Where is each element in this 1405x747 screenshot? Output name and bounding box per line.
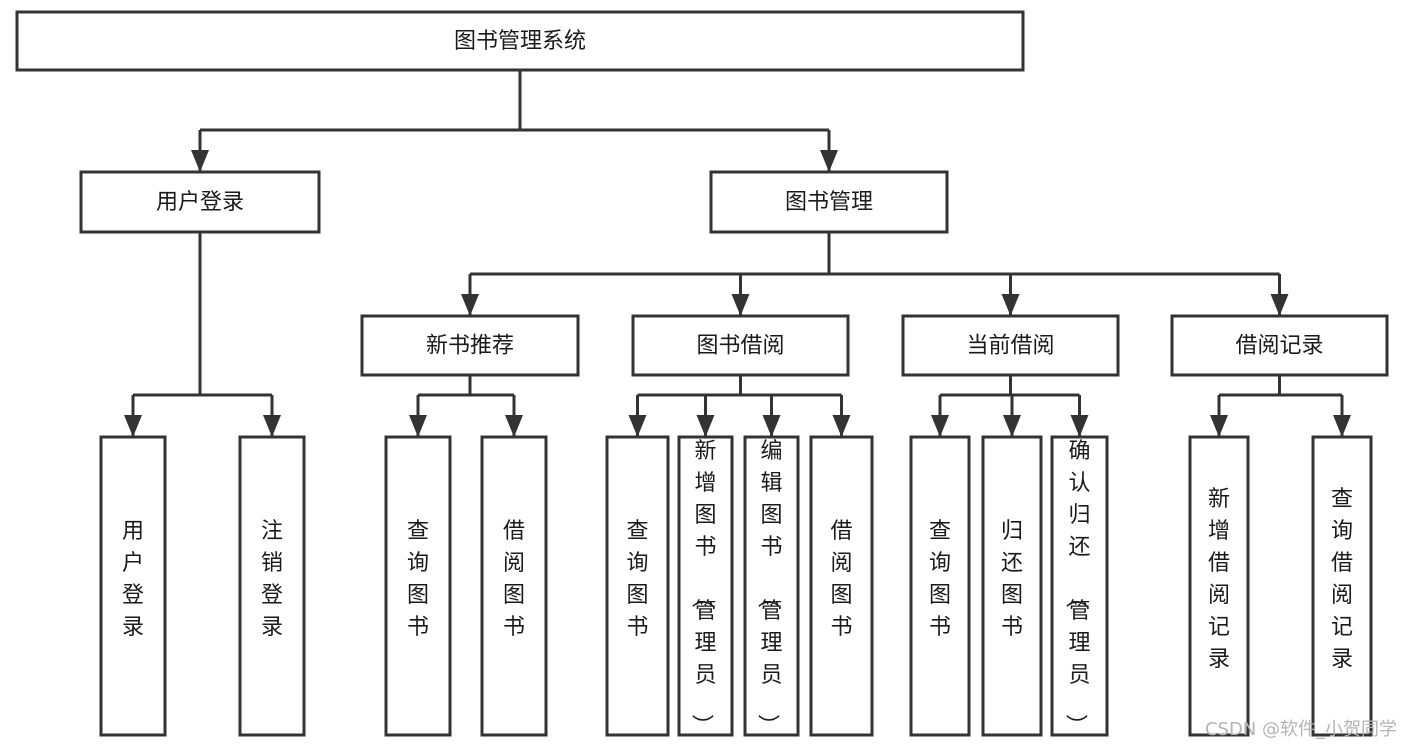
arrow-head-icon — [931, 415, 949, 437]
node-leaf-borrow-book-1[interactable]: 借阅图书 — [480, 435, 548, 737]
node-label: 查询图书 — [407, 519, 429, 640]
node-box — [360, 314, 580, 377]
node-box — [743, 435, 800, 737]
arrow-head-icon — [1333, 415, 1351, 437]
node-box — [1170, 314, 1389, 377]
arrow-head-icon — [731, 294, 750, 316]
arrow-head-icon — [762, 415, 781, 437]
node-leaf-return-book[interactable]: 归还图书 — [981, 435, 1043, 737]
connector-layer — [124, 70, 1351, 437]
arrow-head-icon — [1070, 415, 1089, 437]
node-box — [981, 435, 1043, 737]
arrow-head-icon — [263, 415, 281, 437]
node-leaf-query-borrow-record[interactable]: 查询借阅记录 — [1311, 435, 1373, 737]
arrow-head-icon — [1210, 415, 1228, 437]
arrow-head-icon — [1270, 294, 1289, 316]
node-layer: 图书管理系统用户登录图书管理新书推荐图书借阅当前借阅借阅记录用户登录注销登录查询… — [15, 10, 1389, 737]
node-box — [238, 435, 306, 737]
arrow-head-icon — [1003, 415, 1021, 437]
node-leaf-query-book-1[interactable]: 查询图书 — [384, 435, 452, 737]
node-box — [677, 435, 734, 737]
node-leaf-query-book-3[interactable]: 查询图书 — [909, 435, 971, 737]
node-label: 新书推荐 — [426, 334, 514, 359]
node-leaf-user-login[interactable]: 用户登录 — [99, 435, 167, 737]
node-box — [809, 435, 874, 737]
arrow-head-icon — [820, 150, 838, 172]
node-box — [709, 170, 949, 234]
node-box — [384, 435, 452, 737]
node-box — [99, 435, 167, 737]
arrow-head-icon — [832, 415, 851, 437]
node-label: 归还图书 — [1001, 519, 1023, 640]
node-box — [1311, 435, 1373, 737]
arrow-head-icon — [124, 415, 142, 437]
node-root[interactable]: 图书管理系统 — [15, 10, 1025, 72]
node-label: 编辑图书（管理员） — [754, 439, 782, 736]
node-label: 当前借阅 — [966, 334, 1054, 359]
node-label: 图书借阅 — [696, 334, 784, 359]
node-current-borrow[interactable]: 当前借阅 — [901, 314, 1120, 377]
node-label: 用户登录 — [156, 190, 244, 215]
arrow-head-icon — [505, 415, 523, 437]
node-label: 借阅图书 — [830, 519, 852, 640]
node-box — [480, 435, 548, 737]
node-user-login[interactable]: 用户登录 — [79, 170, 321, 234]
node-leaf-logout-login[interactable]: 注销登录 — [238, 435, 306, 737]
csdn-watermark: CSDN @软件_小贺同学 — [1204, 719, 1397, 740]
node-label: 图书管理系统 — [454, 29, 586, 54]
node-leaf-query-book-2[interactable]: 查询图书 — [605, 435, 670, 737]
node-label: 查询图书 — [929, 519, 951, 640]
node-leaf-borrow-book-2[interactable]: 借阅图书 — [809, 435, 874, 737]
node-label: 查询图书 — [626, 519, 648, 640]
arrow-head-icon — [1001, 294, 1020, 316]
node-box — [1188, 435, 1250, 737]
node-new-book-recommend[interactable]: 新书推荐 — [360, 314, 580, 377]
node-book-borrow[interactable]: 图书借阅 — [631, 314, 850, 377]
node-leaf-confirm-return-admin[interactable]: 确认归还（管理员） — [1050, 435, 1109, 737]
arrow-head-icon — [191, 150, 209, 172]
node-label: 借阅图书 — [503, 519, 525, 640]
node-label: 图书管理 — [785, 190, 873, 215]
node-label: 确认归还（管理员） — [1062, 439, 1090, 736]
node-box — [79, 170, 321, 234]
node-borrow-record[interactable]: 借阅记录 — [1170, 314, 1389, 377]
node-label: 查询借阅记录 — [1331, 487, 1353, 672]
node-label: 注销登录 — [261, 519, 283, 640]
node-box — [909, 435, 971, 737]
node-box — [901, 314, 1120, 377]
node-leaf-add-borrow-record[interactable]: 新增借阅记录 — [1188, 435, 1250, 737]
node-book-manage[interactable]: 图书管理 — [709, 170, 949, 234]
arrow-head-icon — [628, 415, 647, 437]
node-label: 新增借阅记录 — [1208, 487, 1230, 672]
node-leaf-edit-book-admin[interactable]: 编辑图书（管理员） — [743, 435, 800, 737]
arrow-head-icon — [696, 415, 715, 437]
node-box — [605, 435, 670, 737]
node-label: 借阅记录 — [1235, 334, 1323, 359]
arrow-head-icon — [461, 294, 479, 316]
node-label: 新增图书（管理员） — [688, 439, 716, 736]
node-leaf-add-book-admin[interactable]: 新增图书（管理员） — [677, 435, 734, 737]
node-box — [1050, 435, 1109, 737]
node-box — [15, 10, 1025, 72]
arrow-head-icon — [409, 415, 427, 437]
node-label: 用户登录 — [122, 519, 144, 640]
node-box — [631, 314, 850, 377]
